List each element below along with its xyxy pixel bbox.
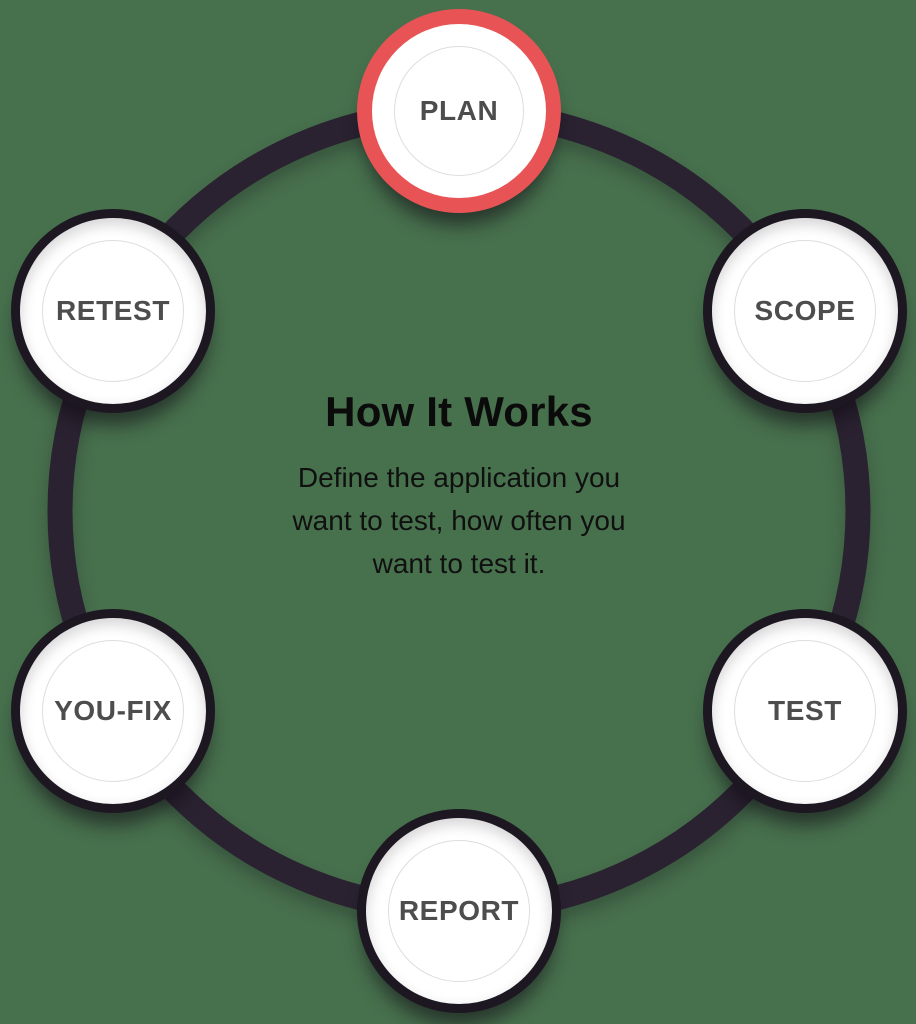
step-node-report[interactable]: REPORT bbox=[357, 809, 561, 1013]
step-label-scope: SCOPE bbox=[754, 295, 856, 326]
step-node-scope[interactable]: SCOPE bbox=[703, 209, 907, 413]
page-title: How It Works bbox=[325, 388, 593, 435]
step-node-you-fix-face: YOU-FIX bbox=[20, 618, 206, 804]
step-node-you-fix[interactable]: YOU-FIX bbox=[11, 609, 215, 813]
step-label-retest: RETEST bbox=[55, 295, 171, 326]
step-label-plan: PLAN bbox=[419, 95, 499, 126]
center-text-block: How It Works Define the application you … bbox=[219, 388, 699, 585]
step-node-retest-face: RETEST bbox=[20, 218, 206, 404]
step-description: Define the application you want to test,… bbox=[219, 456, 699, 585]
step-node-report-face: REPORT bbox=[366, 818, 552, 1004]
step-node-test[interactable]: TEST bbox=[703, 609, 907, 813]
step-label-report: REPORT bbox=[398, 895, 520, 926]
subtitle-line: Define the application you bbox=[297, 462, 621, 493]
step-label-you-fix: YOU-FIX bbox=[54, 695, 172, 726]
step-node-plan[interactable]: PLAN bbox=[357, 9, 561, 213]
step-node-retest[interactable]: RETEST bbox=[11, 209, 215, 413]
step-node-test-face: TEST bbox=[712, 618, 898, 804]
subtitle-line: want to test, how often you bbox=[292, 505, 626, 536]
step-label-test: TEST bbox=[768, 695, 842, 726]
step-node-scope-face: SCOPE bbox=[712, 218, 898, 404]
step-node-plan-face: PLAN bbox=[372, 24, 546, 198]
subtitle-line: want to test it. bbox=[372, 548, 546, 579]
